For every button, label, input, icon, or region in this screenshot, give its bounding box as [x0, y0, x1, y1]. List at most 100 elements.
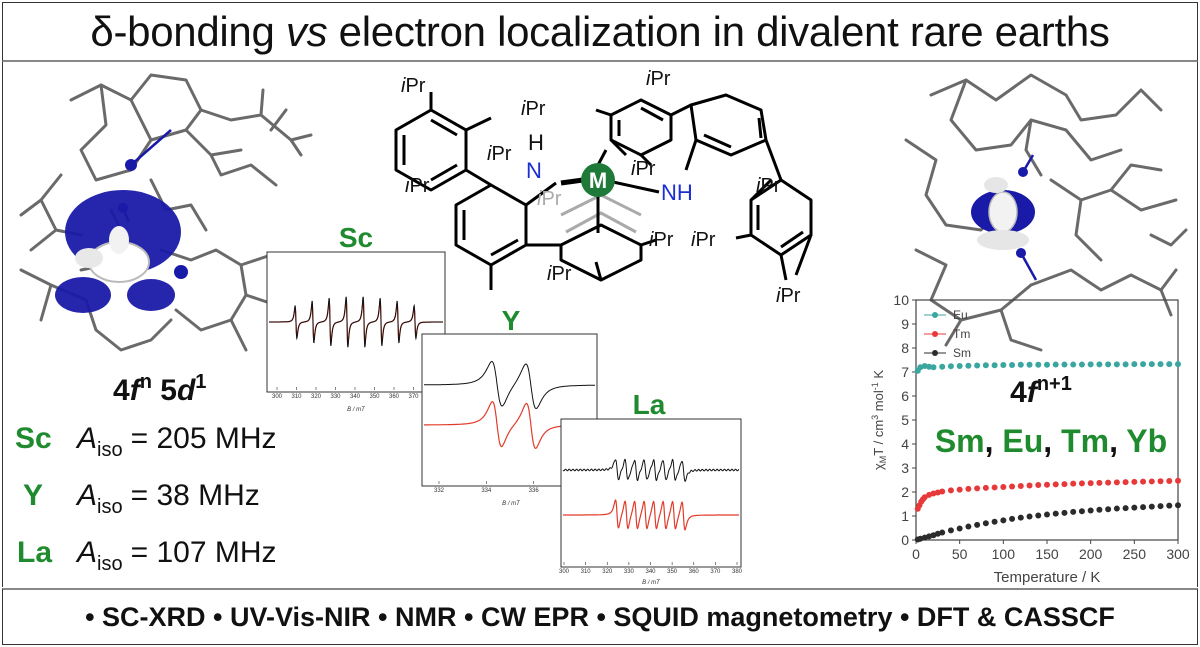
title-bar: δ-bonding vs electron localization in di…	[2, 2, 1198, 62]
main-panel: 4fn 5d1 Sc Aiso= 205 MHz Y Aiso= 38 MHz …	[2, 62, 1198, 587]
data-point-sm	[956, 525, 963, 532]
data-point-sm	[1166, 502, 1173, 509]
ipr-label-6: iPr	[649, 229, 674, 251]
aiso-value-la: Aiso= 107 MHz	[75, 536, 277, 575]
ipr-label-5: iPr	[547, 263, 572, 285]
y-tick-label: 2	[901, 484, 909, 500]
y-tick-label: 6	[901, 388, 909, 404]
aiso-row-la: La Aiso= 107 MHz	[17, 536, 277, 575]
epr-tick-label: 334	[481, 488, 492, 494]
epr-tick-label: 330	[330, 394, 341, 400]
legend-label-tm: Tm	[953, 327, 970, 341]
data-point-sm	[1096, 506, 1103, 513]
nh-left-nitrogen: N	[526, 158, 542, 183]
data-point-tm	[1087, 480, 1094, 487]
epr-la-exp-trace	[562, 458, 740, 482]
epr-tick-label: 330	[624, 569, 635, 575]
data-point-sm	[1078, 508, 1085, 515]
data-point-sm	[1175, 502, 1181, 509]
data-point-sm	[1148, 503, 1155, 510]
ipr-label-1: iPr	[401, 75, 426, 97]
chart-series	[914, 361, 1181, 543]
legend-label-eu: Eu	[953, 308, 968, 322]
techniques-list: • SC-XRD • UV-Vis-NIR • NMR • CW EPR • S…	[85, 601, 1115, 632]
y-tick-label: 3	[901, 460, 909, 476]
data-point-tm	[939, 488, 946, 495]
epr-tick-label: 340	[350, 394, 361, 400]
data-point-tm	[982, 484, 989, 491]
right-molecule-image	[904, 73, 1188, 352]
x-tick-label: 200	[1079, 546, 1103, 562]
x-tick-label: 50	[952, 546, 968, 562]
data-point-eu	[1175, 361, 1181, 368]
legend-marker-tm	[932, 331, 938, 337]
data-point-tm	[1096, 479, 1103, 486]
epr-tick-label: 350	[369, 394, 380, 400]
data-point-eu	[1087, 361, 1094, 368]
data-point-sm	[1140, 504, 1147, 511]
ipr-label-12: iPr	[776, 285, 801, 307]
data-point-eu	[1017, 361, 1024, 368]
data-point-tm	[1078, 480, 1085, 487]
epr-tick-label: 360	[689, 569, 700, 575]
title-delta: δ-bonding	[90, 7, 286, 55]
techniques-footer: • SC-XRD • UV-Vis-NIR • NMR • CW EPR • S…	[2, 588, 1198, 645]
data-point-sm	[1113, 505, 1120, 512]
legend-label-sm: Sm	[953, 346, 971, 360]
data-point-eu	[1061, 361, 1068, 368]
data-point-eu	[965, 362, 972, 369]
y-tick-label: 7	[901, 364, 909, 380]
x-tick-label: 300	[1166, 546, 1190, 562]
epr-tick-label: 332	[434, 488, 445, 494]
epr-sc-xlabel: B / mT	[347, 407, 366, 413]
data-point-sm	[1070, 508, 1077, 515]
epr-tick-label: 300	[559, 569, 570, 575]
chart-x-axis-label: Temperature / K	[994, 569, 1101, 586]
y-tick-label: 9	[901, 316, 909, 332]
left-config-label: 4fn 5d1	[113, 371, 206, 407]
x-tick-label: 0	[912, 546, 920, 562]
data-point-sm	[1087, 507, 1094, 514]
epr-tick-label: 350	[667, 569, 678, 575]
data-point-eu	[1105, 361, 1112, 368]
chemical-structure: M H N NH iPr iPr iPr iPr iPr iPr iPr iPr…	[394, 68, 813, 307]
data-point-eu	[1026, 361, 1033, 368]
data-point-eu	[930, 364, 937, 371]
page-title: δ-bonding vs electron localization in di…	[90, 7, 1110, 56]
nh-right: NH	[661, 180, 693, 205]
aiso-element-sc: Sc	[15, 422, 52, 455]
data-point-tm	[1026, 482, 1033, 489]
y-tick-label: 10	[893, 292, 909, 308]
title-rest: electron localization in divalent rare e…	[327, 7, 1110, 55]
epr-sc-label: Sc	[339, 222, 373, 253]
data-point-eu	[1044, 361, 1050, 368]
data-point-tm	[1061, 481, 1068, 488]
aiso-row-sc: Sc Aiso= 205 MHz	[15, 422, 277, 461]
data-point-sm	[1105, 506, 1112, 513]
data-point-eu	[1000, 362, 1007, 369]
data-point-sm	[1026, 513, 1033, 520]
data-point-sm	[1009, 515, 1016, 522]
data-point-sm	[1122, 505, 1129, 512]
data-point-sm	[965, 523, 972, 530]
data-point-eu	[1122, 361, 1129, 368]
data-point-tm	[921, 494, 928, 501]
epr-la-label: La	[633, 389, 666, 420]
data-point-sm	[982, 520, 989, 527]
data-point-sm	[1061, 509, 1068, 516]
ipr-label-11: iPr	[756, 175, 781, 197]
epr-tick-label: 370	[408, 394, 419, 400]
data-point-eu	[982, 362, 989, 369]
data-point-eu	[947, 363, 954, 370]
aiso-element-y: Y	[23, 479, 43, 512]
data-point-tm	[1122, 479, 1129, 486]
data-point-sm	[939, 529, 946, 536]
data-point-sm	[991, 518, 998, 525]
epr-tick-label: 336	[529, 488, 540, 494]
data-point-eu	[939, 363, 946, 370]
